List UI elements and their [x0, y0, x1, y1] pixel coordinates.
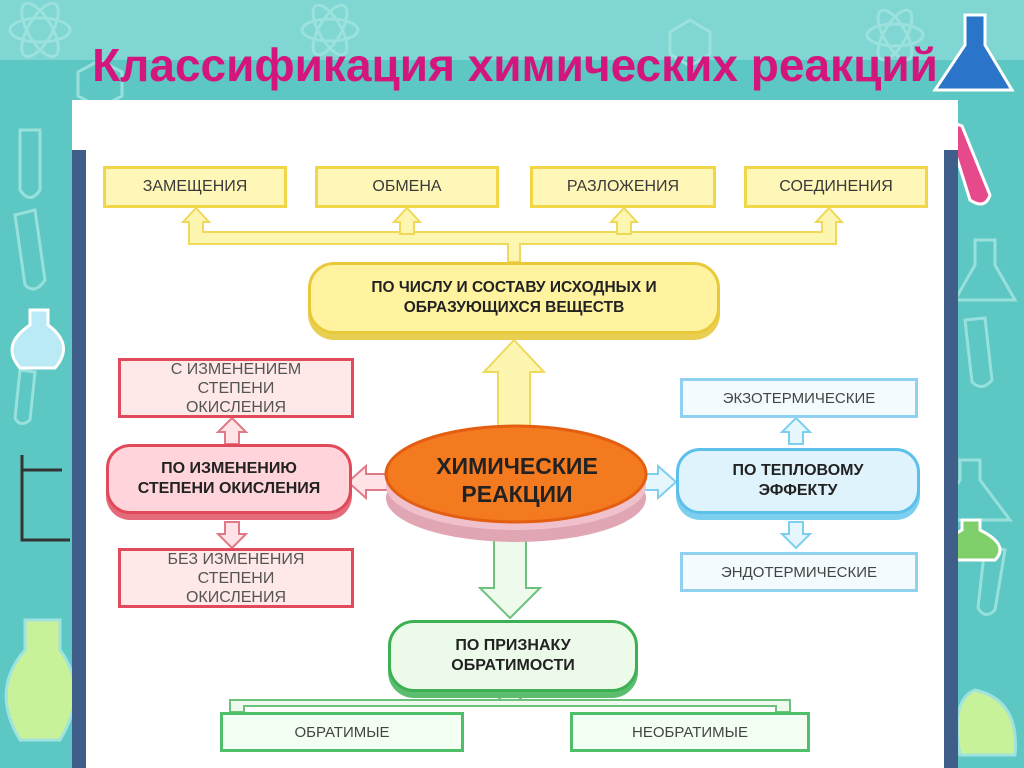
reversibility-child-irreversible: НЕОБРАТИМЫЕ [570, 712, 810, 752]
composition-child-decomposition: РАЗЛОЖЕНИЯ [530, 166, 716, 208]
test-tube-icon [13, 368, 37, 425]
reversibility-criterion: ПО ПРИЗНАКУ ОБРАТИМОСТИ [388, 620, 638, 692]
flask-icon [4, 618, 77, 742]
composition-connectors [180, 206, 845, 431]
oxidation-connectors [215, 416, 391, 550]
center-node-label: ХИМИЧЕСКИЕ РЕАКЦИИ [436, 453, 598, 507]
test-tube-icon [963, 316, 994, 388]
test-tube-icon [18, 128, 42, 199]
oxidation-criterion: ПО ИЗМЕНЕНИЮ СТЕПЕНИ ОКИСЛЕНИЯ [106, 444, 352, 514]
flask-icon [955, 688, 1017, 757]
composition-criterion: ПО ЧИСЛУ И СОСТАВУ ИСХОДНЫХ И ОБРАЗУЮЩИХ… [308, 262, 720, 334]
atom-icon [865, 8, 925, 62]
composition-child-exchange: ОБМЕНА [315, 166, 499, 208]
thermal-criterion: ПО ТЕПЛОВОМУ ЭФФЕКТУ [676, 448, 920, 514]
atom-icon [300, 3, 360, 57]
flask-icon [952, 238, 1018, 302]
composition-child-substitution: ЗАМЕЩЕНИЯ [103, 166, 287, 208]
arrow-left-to-oxidation [346, 463, 391, 501]
oxidation-child-without-change: БЕЗ ИЗМЕНЕНИЯ СТЕПЕНИ ОКИСЛЕНИЯ [118, 548, 354, 608]
thermal-connectors [639, 416, 813, 550]
arrow-up-to-composition [481, 338, 547, 431]
thermal-child-exothermic: ЭКЗОТЕРМИЧЕСКИЕ [680, 378, 918, 418]
oxidation-child-with-change: С ИЗМЕНЕНИЕМ СТЕПЕНИ ОКИСЛЕНИЯ [118, 358, 354, 418]
flask-icon [932, 13, 1015, 92]
benzene-ring-icon [668, 18, 712, 68]
lab-stand-icon [20, 455, 70, 542]
center-ellipse [384, 424, 648, 542]
test-tube-icon [13, 208, 47, 291]
composition-child-combination: СОЕДИНЕНИЯ [744, 166, 928, 208]
atom-icon [8, 1, 72, 59]
flask-icon [10, 308, 65, 370]
reversibility-child-reversible: ОБРАТИМЫЕ [220, 712, 464, 752]
flask-icon [932, 458, 1013, 522]
thermal-child-endothermic: ЭНДОТЕРМИЧЕСКИЕ [680, 552, 918, 592]
test-tube-icon [976, 543, 1007, 616]
page-title: Классификация химических реакций [92, 39, 938, 91]
arrow-down-to-reversibility [477, 539, 543, 620]
